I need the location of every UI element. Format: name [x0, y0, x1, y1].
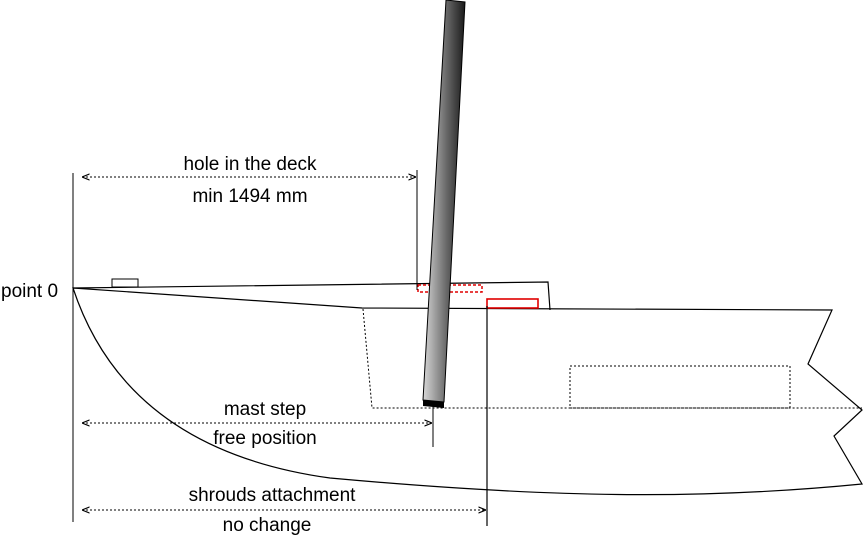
shroud-value-label: no change: [223, 515, 312, 536]
step-value-label: free position: [213, 428, 317, 449]
mast-foot: [423, 400, 444, 408]
shroud-plate-mark: [486, 298, 539, 309]
point-zero-label: point 0: [1, 281, 58, 302]
hull-outline: [72, 287, 863, 496]
bow-hatch: [111, 278, 139, 288]
cabin-top: [72, 281, 551, 311]
interior-dotted-outline: [362, 308, 862, 409]
hole-title-label: hole in the deck: [183, 154, 317, 175]
hole-value-label: min 1494 mm: [192, 186, 307, 207]
interior-box: [569, 365, 791, 409]
shroud-title-label: shrouds attachment: [189, 485, 357, 506]
step-title-label: mast step: [224, 399, 306, 420]
